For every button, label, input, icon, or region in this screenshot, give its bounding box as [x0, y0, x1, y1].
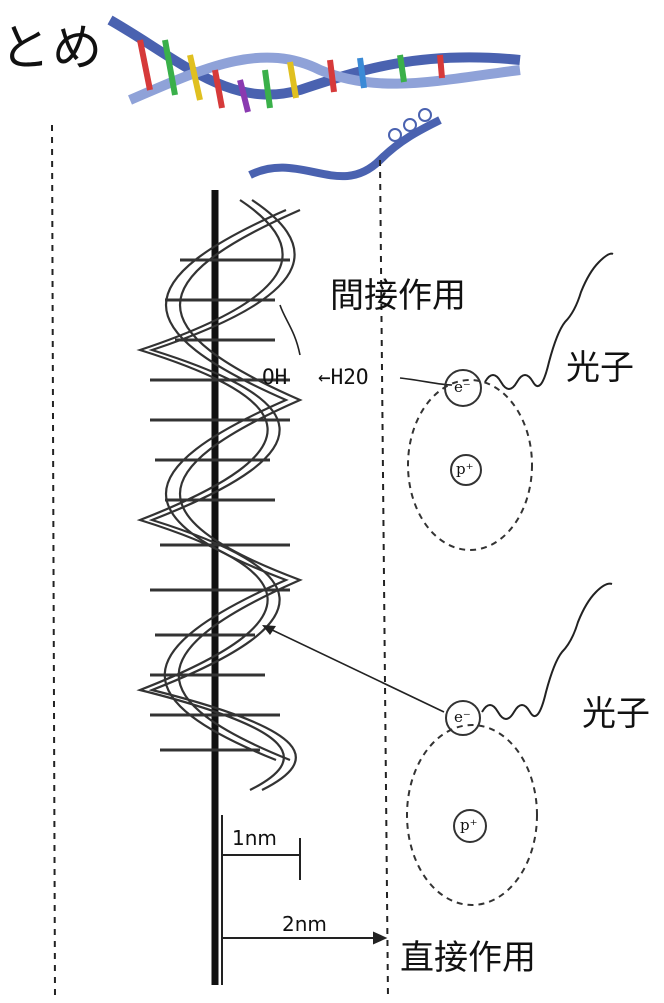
proton-upper: p⁺: [456, 460, 474, 478]
electron-upper: e⁻: [454, 378, 471, 396]
direct-action-label: 直接作用: [400, 938, 536, 978]
scale-2nm-label: 2nm: [282, 912, 327, 936]
oh-label: OH: [262, 365, 288, 389]
upper-atom: [407, 369, 533, 551]
leader-lines: [267, 304, 453, 713]
double-helix: [136, 190, 303, 985]
boundary-lines: [51, 124, 389, 1000]
lower-atom: [406, 700, 538, 906]
proton-lower: p⁺: [460, 816, 478, 834]
h2o-label: ←H2O: [318, 365, 369, 389]
dna-illustration-icon: [107, 15, 521, 181]
photon-waves: [481, 252, 614, 720]
scale-1nm-label: 1nm: [232, 826, 277, 850]
electron-lower: e⁻: [454, 708, 471, 726]
scale-bars: [221, 815, 388, 985]
title-fragment: とめ: [0, 19, 104, 77]
photon-lower-label: 光子: [582, 694, 650, 734]
indirect-action-label: 間接作用: [330, 276, 466, 316]
photon-upper-label: 光子: [566, 348, 634, 388]
arrowhead: [262, 625, 276, 635]
